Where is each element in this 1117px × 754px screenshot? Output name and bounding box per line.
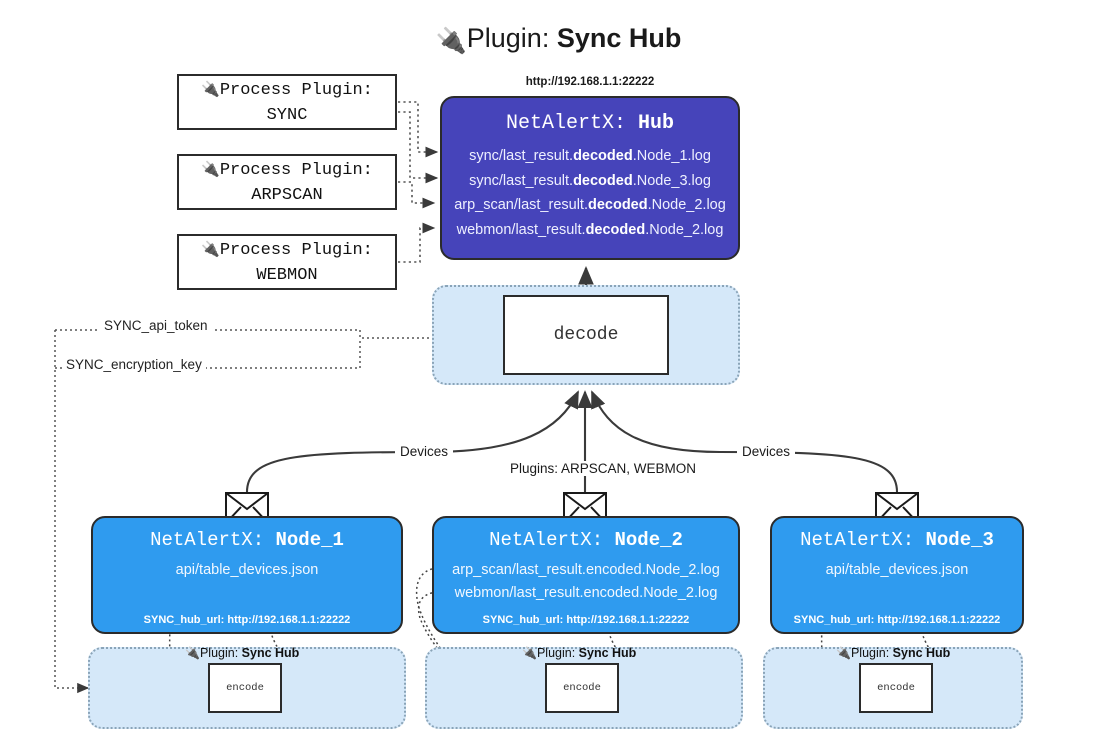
page-title: 🔌Plugin: Sync Hub — [0, 16, 1117, 61]
hub-title: NetAlertX: Hub — [505, 112, 675, 135]
plug-icon: 🔌 — [522, 646, 537, 660]
process-plugin-sync-line2: SYNC — [266, 105, 308, 125]
sync-encryption-key-label: SYNC_encryption_key — [62, 357, 206, 372]
node-3[interactable]: NetAlertX: Node_3 api/table_devices.json… — [770, 516, 1024, 634]
hub-log-item: webmon/last_result.decoded.Node_2.log — [456, 221, 724, 238]
hub-log-item: arp_scan/last_result.decoded.Node_2.log — [454, 197, 726, 213]
node-2-path: arp_scan/last_result.encoded.Node_2.log — [452, 562, 720, 578]
wire-arpscan-plugin-to-hub — [398, 181, 436, 209]
wire-node1-to-decode — [245, 390, 579, 493]
encode-box-3[interactable]: encode — [859, 663, 933, 713]
hub-log-item: sync/last_result.decoded.Node_1.log — [469, 148, 711, 164]
plug-icon: 🔌 — [435, 27, 467, 55]
plugin-zone-2 — [425, 647, 743, 729]
node-3-paths: api/table_devices.json — [772, 559, 1022, 582]
devices-label-right: Devices — [737, 444, 796, 459]
node-1[interactable]: NetAlertX: Node_1 api/table_devices.json… — [91, 516, 403, 634]
plugin-zone-3-label: 🔌Plugin: Sync Hub — [836, 646, 951, 660]
wire-webmon-plugin-to-hub — [398, 222, 436, 263]
wire-encryption-key-to-zone — [54, 330, 90, 694]
encode-box-1[interactable]: encode — [208, 663, 282, 713]
page-title-lead: Plugin: — [466, 23, 557, 53]
node-2-paths: arp_scan/last_result.encoded.Node_2.log … — [434, 559, 738, 605]
encode-box-2[interactable]: encode — [545, 663, 619, 713]
process-plugin-arpscan-line2: ARPSCAN — [251, 185, 323, 205]
plug-icon: 🔌 — [201, 159, 220, 178]
node-1-title: NetAlertX: Node_1 — [150, 529, 344, 551]
plug-icon: 🔌 — [201, 79, 220, 98]
process-plugin-webmon[interactable]: 🔌Process Plugin: WEBMON — [177, 234, 397, 290]
node-3-title: NetAlertX: Node_3 — [800, 529, 994, 551]
hub-node[interactable]: NetAlertX: Hub sync/last_result.decoded.… — [440, 96, 740, 260]
wire-sync-plugin-to-hub — [398, 101, 439, 158]
wire-sync-plugin-to-hub-2 — [398, 111, 439, 184]
process-plugin-arpscan[interactable]: 🔌Process Plugin: ARPSCAN — [177, 154, 397, 210]
node-1-path: api/table_devices.json — [175, 562, 319, 578]
sync-api-token-label: SYNC_api_token — [100, 318, 212, 333]
node-1-paths: api/table_devices.json — [93, 559, 401, 582]
node-2-title: NetAlertX: Node_2 — [489, 529, 683, 551]
node-3-footer: SYNC_hub_url: http://192.168.1.1:22222 — [793, 614, 1001, 626]
plugins-label-middle: Plugins: ARPSCAN, WEBMON — [505, 461, 702, 476]
process-plugin-sync[interactable]: 🔌Process Plugin: SYNC — [177, 74, 397, 130]
process-plugin-webmon-line2: WEBMON — [256, 265, 318, 285]
decode-box[interactable]: decode — [503, 295, 669, 375]
node-2-footer: SYNC_hub_url: http://192.168.1.1:22222 — [482, 614, 690, 626]
hub-log-list: sync/last_result.decoded.Node_1.log sync… — [442, 144, 738, 242]
plug-icon: 🔌 — [185, 646, 200, 660]
node-3-path: api/table_devices.json — [825, 562, 969, 578]
node-1-footer: SYNC_hub_url: http://192.168.1.1:22222 — [143, 614, 351, 626]
hub-log-item: sync/last_result.decoded.Node_3.log — [469, 172, 711, 189]
process-plugin-sync-line1: 🔌Process Plugin: — [201, 79, 373, 100]
devices-label-left: Devices — [395, 444, 454, 459]
plugin-zone-1-label: 🔌Plugin: Sync Hub — [185, 646, 300, 660]
hub-url-label: http://192.168.1.1:22222 — [525, 76, 655, 88]
page-title-name: Sync Hub — [556, 23, 682, 53]
wire-node3-to-decode — [591, 390, 899, 493]
node-2[interactable]: NetAlertX: Node_2 arp_scan/last_result.e… — [432, 516, 740, 634]
plug-icon: 🔌 — [836, 646, 851, 660]
plug-icon: 🔌 — [201, 239, 220, 258]
node-2-path: webmon/last_result.encoded.Node_2.log — [454, 585, 718, 601]
process-plugin-arpscan-line1: 🔌Process Plugin: — [201, 159, 373, 180]
plugin-zone-2-label: 🔌Plugin: Sync Hub — [522, 646, 637, 660]
process-plugin-webmon-line1: 🔌Process Plugin: — [201, 239, 373, 260]
